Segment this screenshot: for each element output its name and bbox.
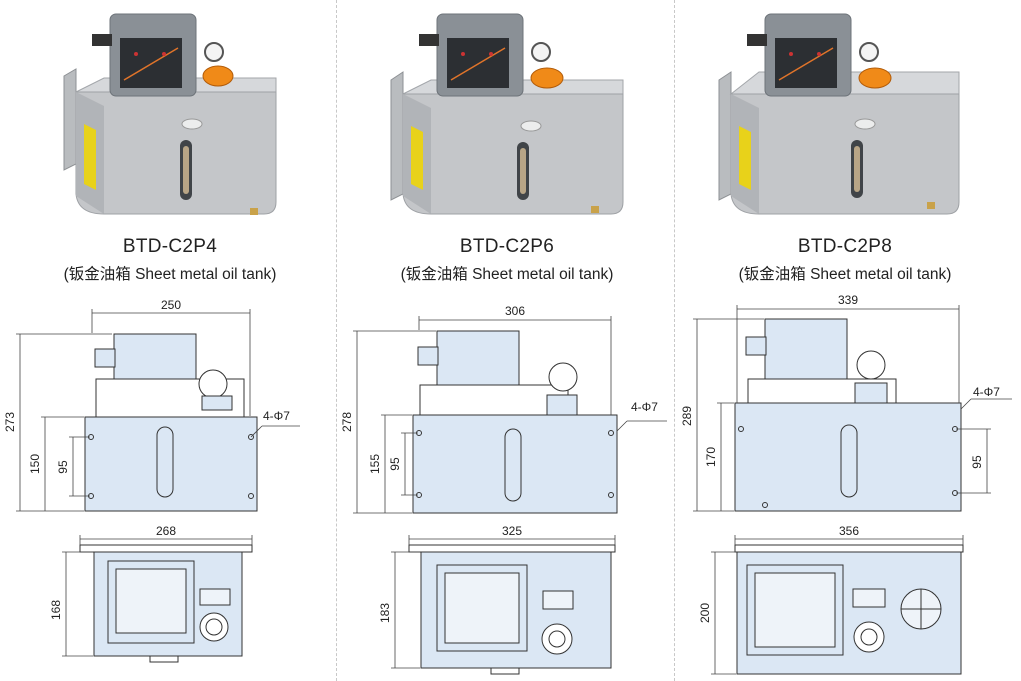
warning-label <box>739 126 751 190</box>
oil-level <box>520 148 526 194</box>
oil-level <box>854 146 860 192</box>
dim-base-width: 356 <box>839 524 859 538</box>
dim-height: 273 <box>3 412 17 432</box>
oil-level <box>183 146 189 194</box>
pressure-gauge <box>531 42 551 62</box>
product-model: BTD-C2P6 <box>459 236 555 257</box>
product-photo <box>390 13 624 215</box>
drawing-gauge <box>856 350 886 380</box>
dim-width: 306 <box>505 304 525 318</box>
drain-plug <box>250 208 258 215</box>
product-subtitle: (钣金油箱 Sheet metal oil tank) <box>400 266 614 283</box>
front-drawing: 306 278 155 95 4-Φ7 <box>340 304 667 514</box>
pressure-gauge <box>204 42 224 62</box>
dim-height: 289 <box>680 406 694 426</box>
dim-holes: 4-Φ7 <box>263 409 290 423</box>
control-panel <box>775 38 837 88</box>
product-subtitle: (钣金油箱 Sheet metal oil tank) <box>63 266 277 283</box>
dim-mount-spacing: 95 <box>388 457 402 471</box>
control-panel <box>120 38 182 88</box>
column-divider-2 <box>674 0 675 681</box>
front-drawing: 250 273 150 95 4-Φ7 <box>3 298 300 512</box>
cable-gland <box>747 34 767 46</box>
filler-cap <box>202 65 234 87</box>
dim-mount-spacing: 95 <box>970 455 984 469</box>
mounting-bracket <box>718 71 732 201</box>
product-photo <box>718 13 960 215</box>
dim-tank-height: 170 <box>704 447 718 467</box>
drain-plug <box>591 206 599 213</box>
drawing-gauge <box>198 369 228 399</box>
front-drawing: 339 289 170 95 4-Φ7 <box>680 293 1012 512</box>
dim-tank-height: 155 <box>368 454 382 474</box>
product-column-c2p6: BTD-C2P6 (钣金油箱 Sheet metal oil tank) 306… <box>337 0 672 681</box>
tank-badge <box>181 118 203 130</box>
warning-label <box>411 126 423 190</box>
cable-gland <box>419 34 439 46</box>
dim-tank-height: 150 <box>28 454 42 474</box>
tank-body <box>75 91 277 215</box>
tank-badge <box>520 120 542 132</box>
tank-body <box>402 93 624 215</box>
mounting-bracket <box>63 68 77 171</box>
filler-cap <box>530 67 564 89</box>
control-panel <box>447 38 509 88</box>
tank-body <box>730 93 960 215</box>
column-divider-1 <box>336 0 337 681</box>
dim-depth: 200 <box>698 603 712 623</box>
plan-drawing: 325 183 <box>378 524 616 675</box>
drain-plug <box>927 202 935 209</box>
warning-label <box>84 124 96 190</box>
dim-height: 278 <box>340 412 354 432</box>
product-model: BTD-C2P8 <box>797 236 893 257</box>
dim-width: 250 <box>161 298 181 312</box>
cable-gland <box>92 34 112 46</box>
tank-badge <box>854 118 876 130</box>
plan-drawing: 356 200 <box>698 524 964 675</box>
product-subtitle: (钣金油箱 Sheet metal oil tank) <box>738 266 952 283</box>
dim-width: 339 <box>838 293 858 307</box>
product-column-c2p4: BTD-C2P4 (钣金油箱 Sheet metal oil tank) 250… <box>0 0 335 681</box>
mounting-bracket <box>390 71 404 201</box>
dim-base-width: 268 <box>156 524 176 538</box>
dim-holes: 4-Φ7 <box>631 400 658 414</box>
filler-cap <box>858 67 892 89</box>
dim-holes: 4-Φ7 <box>973 385 1000 399</box>
dim-depth: 183 <box>378 603 392 623</box>
product-model: BTD-C2P4 <box>122 236 218 257</box>
dim-base-width: 325 <box>502 524 522 538</box>
plan-drawing: 268 168 <box>49 524 253 663</box>
product-column-c2p8: BTD-C2P8 (钣金油箱 Sheet metal oil tank) 339… <box>675 0 1012 681</box>
dim-mount-spacing: 95 <box>56 460 70 474</box>
product-photo <box>63 13 277 215</box>
pressure-gauge <box>859 42 879 62</box>
dim-depth: 168 <box>49 600 63 620</box>
drawing-gauge <box>548 362 578 392</box>
